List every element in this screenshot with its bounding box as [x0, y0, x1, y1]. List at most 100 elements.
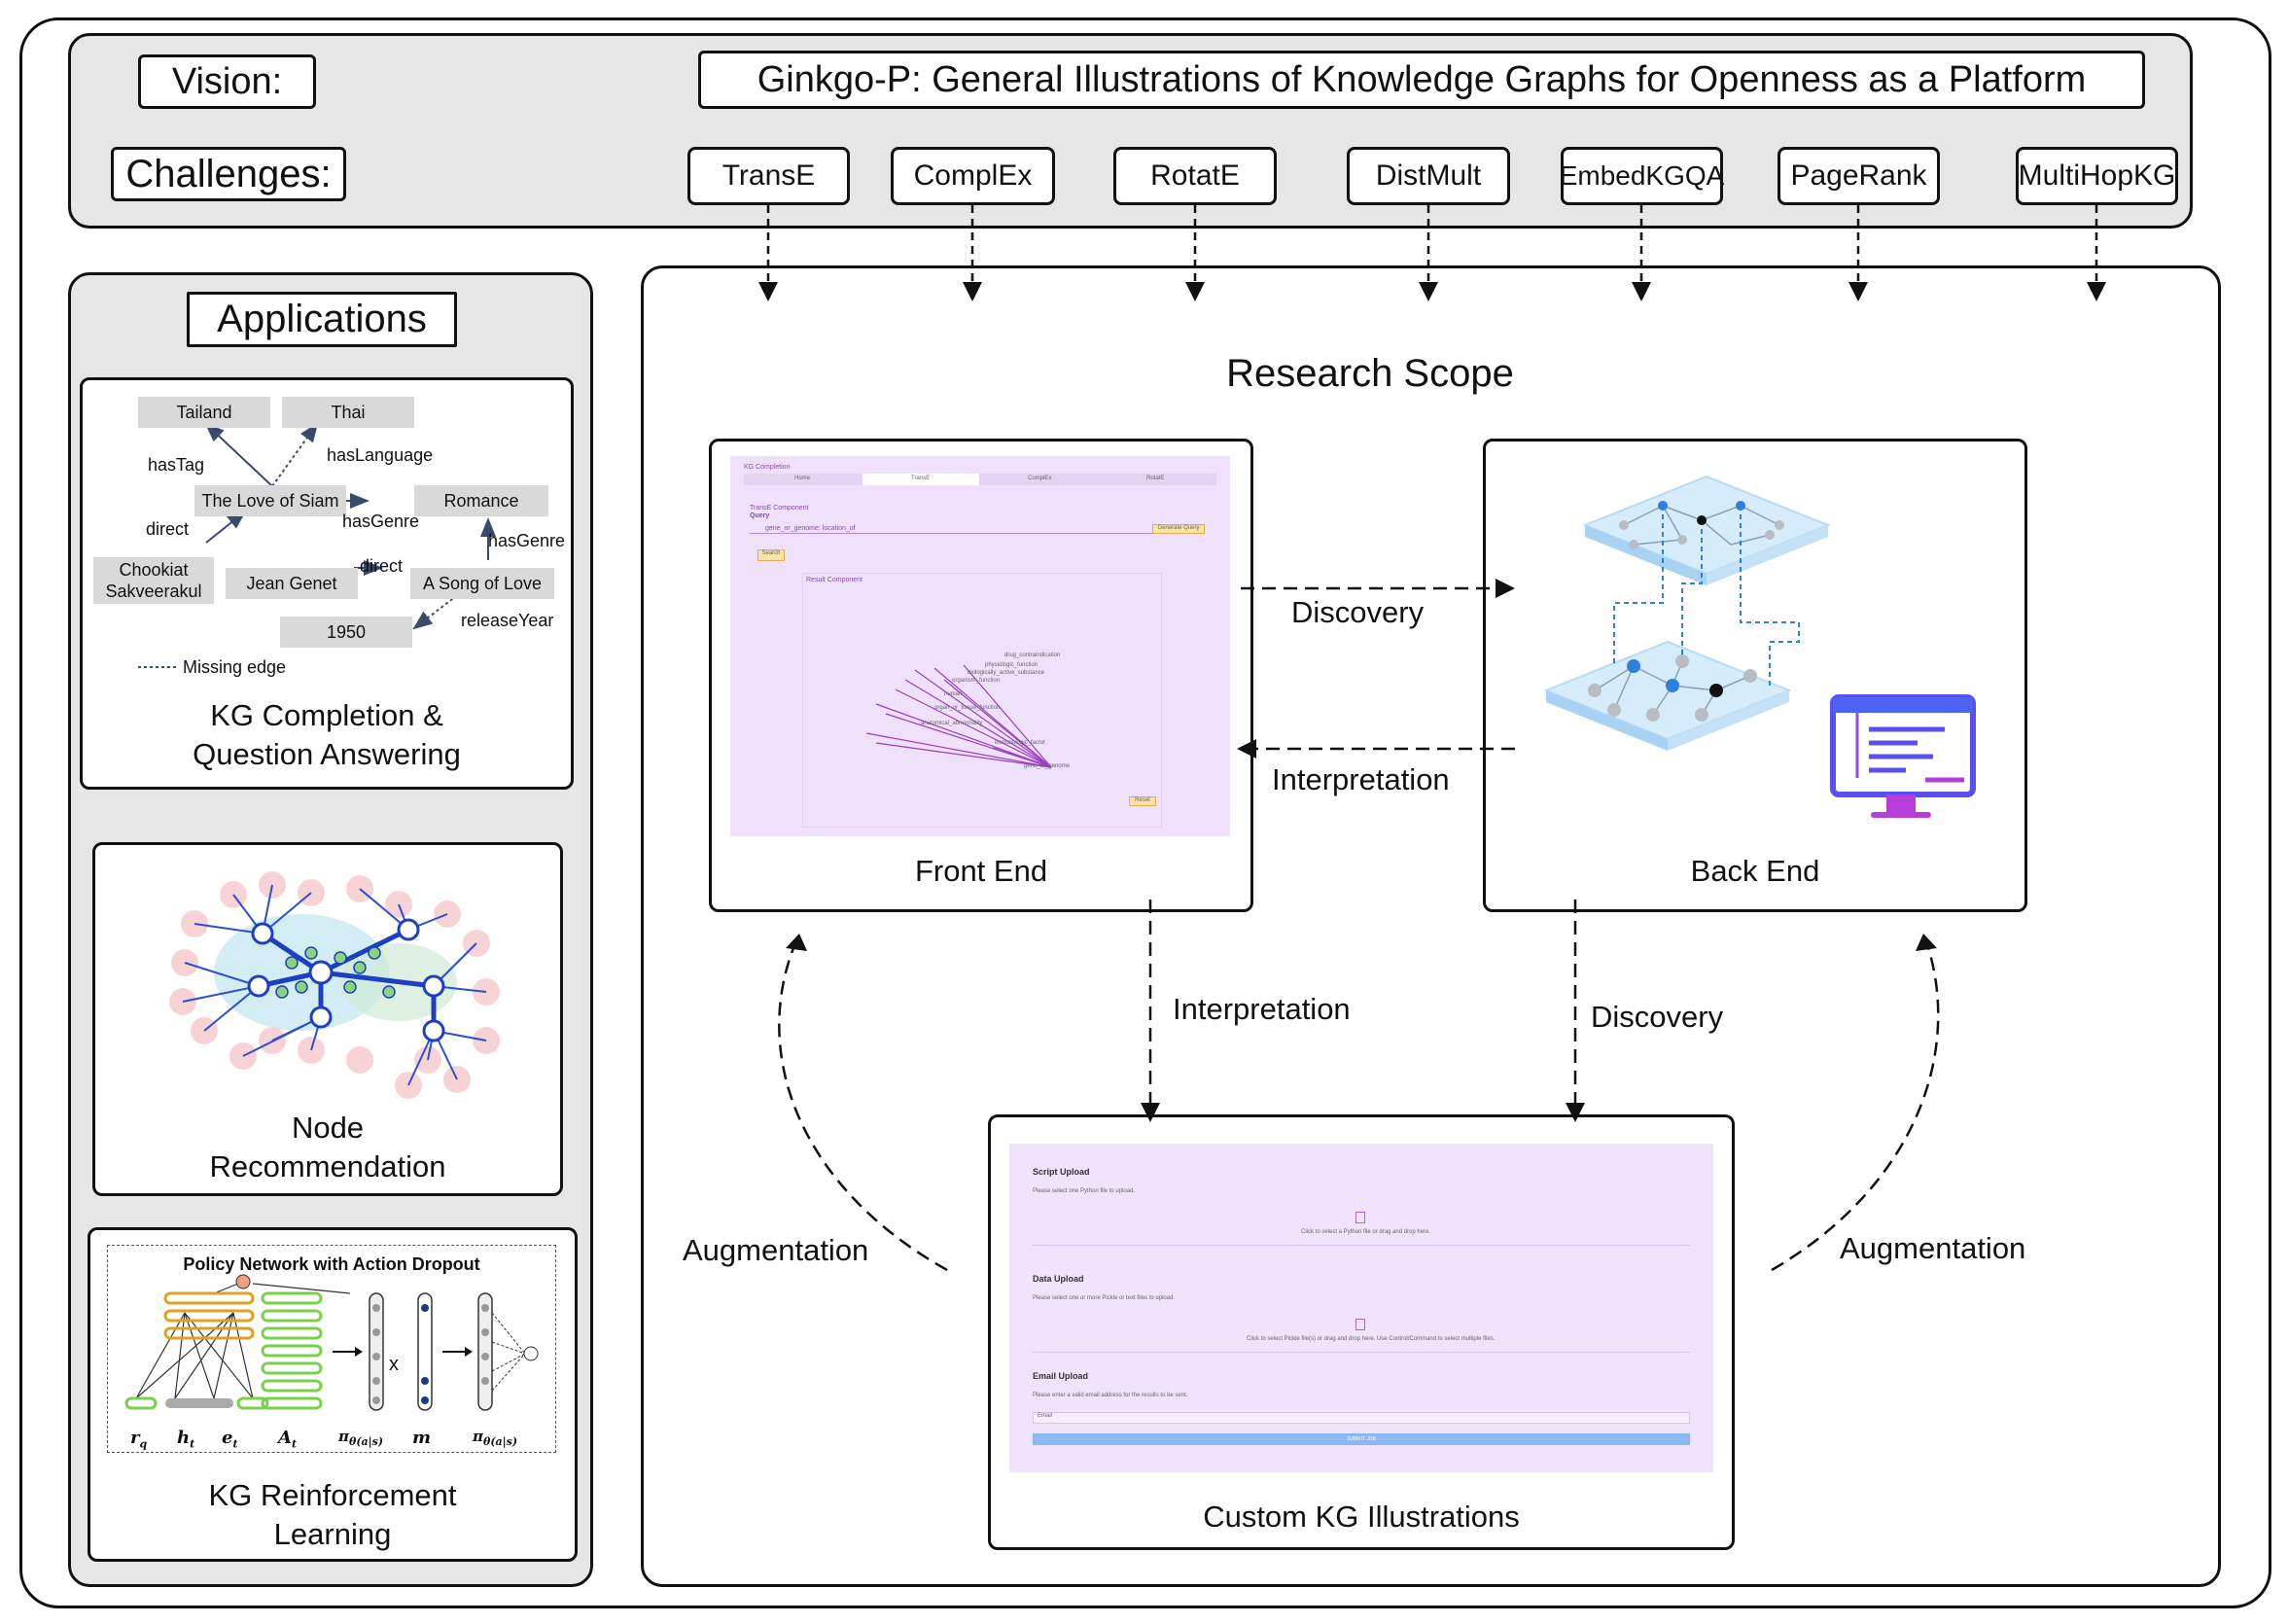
label-r: rq — [130, 1428, 148, 1451]
mock-submit-button: SUBMIT JOB — [1033, 1433, 1690, 1445]
front-end-screenshot: KG Completion Home TransE ComplEx RotatE… — [730, 456, 1230, 836]
kg-node-song-of-love: A Song of Love — [410, 568, 554, 599]
label-pi: πθ(a|s) — [338, 1428, 384, 1448]
challenge-transe: TransE — [687, 147, 850, 205]
research-scope-title: Research Scope — [1226, 352, 1514, 395]
kg-edge-hasgenre-1: hasGenre — [342, 512, 420, 531]
back-end-caption: Back End — [1690, 854, 1820, 888]
label-a: At — [278, 1428, 298, 1451]
challenge-multihopkg: MultiHopKG — [2016, 147, 2178, 205]
policy-figure-frame — [107, 1245, 556, 1453]
caption-line: Learning — [273, 1517, 392, 1551]
mock-email-input: Email — [1033, 1412, 1690, 1424]
kg-node-1950: 1950 — [280, 617, 412, 648]
mock-graph-label-5: human — [944, 691, 963, 697]
kg-node-jean-genet: Jean Genet — [226, 568, 358, 599]
mock-query-value: gene_or_genome: location_of — [765, 525, 856, 532]
caption-line: Recommendation — [209, 1149, 446, 1183]
label-pi-tilde: πθ(a|s) — [473, 1428, 518, 1448]
mock-query-input — [750, 524, 1158, 534]
kg-edge-releaseyear: releaseYear — [461, 611, 554, 630]
page-title: Ginkgo-P: General Illustrations of Knowl… — [698, 51, 2145, 109]
discovery-label-down: Discovery — [1591, 1000, 1724, 1034]
policy-network-figure — [124, 1274, 539, 1411]
policy-labels: rq ht et At πθ(a|s) m πθ(a|s) — [107, 1428, 556, 1451]
mock-tab-home: Home — [794, 476, 811, 481]
node-recommendation-caption: Node Recommendation — [92, 1109, 563, 1186]
mock-data-title: Data Upload — [1033, 1274, 1084, 1284]
kg-reinforcement-caption: KG Reinforcement Learning — [88, 1476, 578, 1554]
augmentation-label-left: Augmentation — [683, 1233, 869, 1267]
challenge-complex: ComplEx — [891, 147, 1055, 205]
mock-graph-label-3: biologically_active_substance — [968, 670, 1045, 676]
kg-edge-hastag: hasTag — [148, 455, 205, 475]
mock-script-drop: Click to select a Python file or drag an… — [1301, 1229, 1431, 1235]
mock-result-graph — [865, 664, 1052, 768]
caption-line: KG Completion & — [210, 698, 443, 732]
label-m: m — [412, 1428, 432, 1448]
mock-email-title: Email Upload — [1033, 1371, 1089, 1381]
caption-line: KG Reinforcement — [208, 1478, 457, 1512]
mock-section-title: TransE Component — [750, 505, 809, 512]
mock-script-title: Script Upload — [1033, 1167, 1090, 1177]
label-h: ht — [177, 1428, 195, 1451]
back-end-illustration — [1543, 475, 1976, 818]
kg-edge-direct-2: direct — [360, 556, 404, 576]
front-end-caption: Front End — [914, 854, 1048, 888]
custom-kg-caption: Custom KG Illustrations — [1203, 1500, 1520, 1534]
caption-line: Node — [291, 1111, 365, 1145]
mock-data-desc: Please select one or more Pickle or text… — [1033, 1295, 1176, 1301]
kg-node-thai: Thai — [282, 397, 414, 428]
mock-graph-label-1: drug_contraindication — [1004, 653, 1061, 658]
mock-tab-rotate: RotatE — [1146, 476, 1165, 481]
label-e: et — [222, 1428, 238, 1451]
kg-edge-hasgenre-2: hasGenre — [488, 531, 566, 550]
mock-data-drop: Click to select Pickle file(s) or drag a… — [1247, 1336, 1496, 1342]
vision-label: Vision: — [138, 54, 316, 109]
policy-times-symbol: x — [389, 1354, 399, 1375]
kg-node-romance: Romance — [414, 485, 548, 516]
outer-frame — [19, 18, 2271, 1608]
kg-node-tailand: Tailand — [138, 397, 270, 428]
mock-query-label: Query — [750, 512, 770, 519]
mock-app-title: KG Completion — [744, 464, 791, 471]
mock-file-icon-1 — [1355, 1212, 1365, 1223]
mock-generate-button: Generate Query — [1152, 524, 1205, 534]
kg-completion-caption: KG Completion & Question Answering — [80, 696, 574, 774]
mock-result-panel — [802, 573, 1162, 828]
mock-tab-bar — [744, 474, 1216, 485]
challenge-pagerank: PageRank — [1778, 147, 1940, 205]
node-recommendation-graph — [169, 871, 500, 1099]
mock-graph-label-2: physiologic_function — [985, 662, 1038, 668]
mock-file-icon-2 — [1355, 1319, 1365, 1330]
caption-line: Question Answering — [193, 737, 461, 771]
challenge-embedkgqa: EmbedKGQA — [1560, 147, 1724, 205]
mock-script-desc: Please select one Python file to upload. — [1033, 1188, 1136, 1194]
mock-search-button: Search — [757, 549, 785, 561]
interpretation-label-down: Interpretation — [1173, 992, 1351, 1026]
mock-graph-label-7: anatomical_abnormality — [921, 721, 983, 726]
challenge-arrows — [758, 205, 2106, 301]
challenge-rotate: RotatE — [1113, 147, 1277, 205]
mock-divider-1 — [1033, 1245, 1690, 1246]
mock-reset-button: Reset — [1129, 796, 1156, 806]
mock-tab-transe: TransE — [911, 476, 931, 481]
mock-graph-label-8: immunologic_factor — [995, 740, 1046, 746]
challenge-distmult: DistMult — [1347, 147, 1510, 205]
applications-title: Applications — [187, 292, 457, 347]
kg-edge-direct-1: direct — [146, 519, 190, 539]
discovery-label-top: Discovery — [1291, 595, 1425, 629]
mock-divider-2 — [1033, 1352, 1690, 1353]
mock-tab-transe-active — [862, 474, 979, 485]
interpretation-label-mid: Interpretation — [1272, 762, 1450, 796]
custom-kg-screenshot: Script Upload Please select one Python f… — [1009, 1144, 1713, 1472]
mock-graph-label-4: organism_function — [952, 678, 1001, 684]
mock-graph-label-9: gene_or_genome — [1024, 763, 1071, 769]
mock-graph-label-6: organ_or_tissue_function — [934, 705, 1001, 711]
challenges-label: Challenges: — [111, 147, 346, 201]
augmentation-label-right: Augmentation — [1840, 1231, 2026, 1265]
kg-node-chookiat: Chookiat Sakveerakul — [93, 557, 214, 604]
kg-legend-missing-edge: Missing edge — [183, 657, 287, 677]
mock-tab-complex: ComplEx — [1028, 476, 1052, 481]
